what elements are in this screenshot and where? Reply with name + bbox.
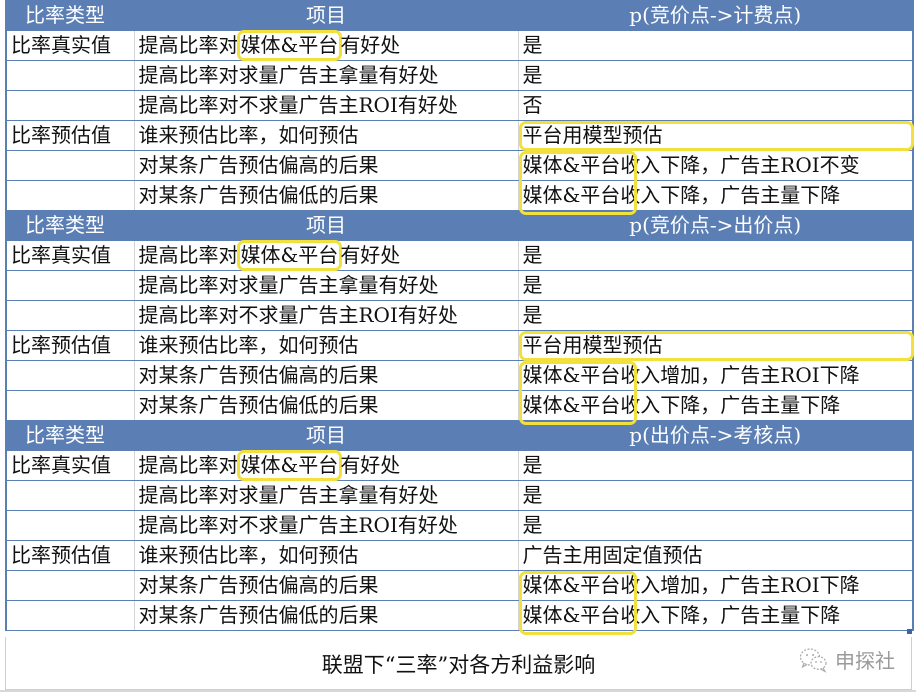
table-row: 提高比率对求量广告主拿量有好处 是: [5, 270, 914, 301]
value-cell: 广告主用固定值预估: [517, 540, 914, 571]
ratio-type-cell: [5, 90, 135, 121]
item-cell: 提高比率对不求量广告主ROI有好处: [133, 90, 519, 121]
header-ratio-name: p(出价点->考核点): [517, 420, 914, 451]
value-cell: 是: [517, 60, 914, 91]
ratio-type-cell: [5, 300, 135, 331]
header-ratio-type: 比率类型: [5, 0, 135, 31]
value-cell: 是: [517, 240, 914, 271]
highlight-media-platform: 媒体&平台: [236, 240, 343, 271]
sheet-gridline: [0, 690, 916, 700]
section-header: 比率类型 项目 p(出价点->考核点): [5, 420, 914, 451]
value-cell: 媒体&平台收入下降，广告主量下降: [517, 180, 914, 211]
caption-area: 联盟下“三率”对各方利益影响 申探社: [5, 637, 912, 690]
ratio-type-cell: [5, 180, 135, 211]
header-item: 项目: [133, 210, 519, 241]
table-row: 对某条广告预估偏高的后果 媒体&平台收入增加，广告主ROI下降: [5, 570, 914, 635]
value-cell: 是: [517, 510, 914, 541]
table-row: 提高比率对不求量广告主ROI有好处 是: [5, 300, 914, 331]
item-cell: 对某条广告预估偏低的后果: [133, 180, 519, 211]
ratio-type-cell: [5, 390, 135, 421]
ratio-type-cell: [5, 570, 135, 601]
item-cell: 对某条广告预估偏低的后果: [133, 600, 519, 631]
value-cell: 是: [517, 300, 914, 331]
table-row: 提高比率对不求量广告主ROI有好处 是: [5, 510, 914, 541]
highlight-media-platform: 媒体&平台: [236, 30, 343, 61]
header-ratio-name: p(竞价点->计费点): [517, 0, 914, 31]
item-cell: 谁来预估比率，如何预估: [133, 330, 519, 361]
header-item: 项目: [133, 420, 519, 451]
ratio-impact-table: 比率类型 项目 p(竞价点->计费点) 比率真实值 提高比率对媒体&平台有好处 …: [5, 0, 914, 635]
ratio-type-cell: [5, 480, 135, 511]
ratio-type-cell: [5, 60, 135, 91]
value-cell: 是: [517, 30, 914, 61]
ratio-type-cell: 比率真实值: [5, 240, 135, 271]
item-cell: 提高比率对不求量广告主ROI有好处: [133, 510, 519, 541]
item-cell: 提高比率对求量广告主拿量有好处: [133, 270, 519, 301]
header-ratio-type: 比率类型: [5, 210, 135, 241]
value-cell: 媒体&平台收入增加，广告主ROI下降: [517, 570, 914, 635]
ratio-type-cell: 比率真实值: [5, 450, 135, 481]
wechat-icon: [799, 647, 827, 673]
value-cell: 平台用模型预估: [517, 120, 914, 151]
item-cell: 提高比率对媒体&平台有好处: [133, 240, 519, 271]
ratio-type-cell: [5, 510, 135, 541]
value-cell: 媒体&平台收入增加，广告主ROI下降: [517, 360, 914, 425]
table-row: 比率真实值 提高比率对媒体&平台有好处 是: [5, 30, 914, 61]
selection-fill-handle[interactable]: [907, 629, 912, 634]
item-cell: 提高比率对求量广告主拿量有好处: [133, 480, 519, 511]
table-row: 对某条广告预估偏低的后果 媒体&平台收入下降，广告主量下降: [5, 180, 914, 211]
table-row: 提高比率对求量广告主拿量有好处 是: [5, 480, 914, 511]
value-cell: 是: [517, 480, 914, 511]
table-row: 比率真实值 提高比率对媒体&平台有好处 是: [5, 450, 914, 481]
value-cell: 否: [517, 90, 914, 121]
ratio-type-cell: 比率预估值: [5, 330, 135, 361]
table-row: 提高比率对求量广告主拿量有好处 是: [5, 60, 914, 91]
table-row: 比率预估值 谁来预估比率，如何预估 广告主用固定值预估: [5, 540, 914, 571]
ratio-type-cell: 比率预估值: [5, 540, 135, 571]
value-cell: 媒体&平台收入下降，广告主量下降: [517, 390, 914, 421]
item-cell: 谁来预估比率，如何预估: [133, 540, 519, 571]
watermark-text: 申探社: [835, 649, 895, 673]
item-cell: 对某条广告预估偏高的后果: [133, 360, 519, 391]
table-row: 对某条广告预估偏低的后果 媒体&平台收入下降，广告主量下降: [5, 600, 914, 631]
table-row: 对某条广告预估偏低的后果 媒体&平台收入下降，广告主量下降: [5, 390, 914, 421]
value-cell: 平台用模型预估: [517, 330, 914, 361]
ratio-type-cell: 比率真实值: [5, 30, 135, 61]
table-row: 比率真实值 提高比率对媒体&平台有好处 是: [5, 240, 914, 271]
table-row: 对某条广告预估偏高的后果 媒体&平台收入下降，广告主ROI不变: [5, 150, 914, 215]
section-header: 比率类型 项目 p(竞价点->出价点): [5, 210, 914, 241]
section-header: 比率类型 项目 p(竞价点->计费点): [5, 0, 914, 31]
watermark: 申探社: [799, 645, 895, 674]
ratio-type-cell: [5, 360, 135, 391]
ratio-type-cell: 比率预估值: [5, 120, 135, 151]
value-cell: 是: [517, 450, 914, 481]
header-item: 项目: [133, 0, 519, 31]
item-cell: 提高比率对不求量广告主ROI有好处: [133, 300, 519, 331]
caption-title: 联盟下“三率”对各方利益影响: [321, 653, 596, 677]
value-cell: 媒体&平台收入下降，广告主ROI不变: [517, 150, 914, 215]
item-cell: 提高比率对媒体&平台有好处: [133, 30, 519, 61]
item-cell: 对某条广告预估偏高的后果: [133, 570, 519, 601]
value-cell: 是: [517, 270, 914, 301]
item-cell: 提高比率对求量广告主拿量有好处: [133, 60, 519, 91]
header-ratio-name: p(竞价点->出价点): [517, 210, 914, 241]
item-cell: 谁来预估比率，如何预估: [133, 120, 519, 151]
ratio-type-cell: [5, 270, 135, 301]
item-cell: 对某条广告预估偏高的后果: [133, 150, 519, 181]
highlight-media-platform: 媒体&平台: [236, 450, 343, 481]
ratio-type-cell: [5, 150, 135, 181]
table-row: 对某条广告预估偏高的后果 媒体&平台收入增加，广告主ROI下降: [5, 360, 914, 425]
item-cell: 提高比率对媒体&平台有好处: [133, 450, 519, 481]
table-row: 提高比率对不求量广告主ROI有好处 否: [5, 90, 914, 121]
header-ratio-type: 比率类型: [5, 420, 135, 451]
table-row: 比率预估值 谁来预估比率，如何预估 平台用模型预估: [5, 120, 914, 151]
value-cell: 媒体&平台收入下降，广告主量下降: [517, 600, 914, 631]
ratio-impact-sheet: 比率类型 项目 p(竞价点->计费点) 比率真实值 提高比率对媒体&平台有好处 …: [5, 0, 914, 635]
table-row: 比率预估值 谁来预估比率，如何预估 平台用模型预估: [5, 330, 914, 361]
ratio-type-cell: [5, 600, 135, 631]
item-cell: 对某条广告预估偏低的后果: [133, 390, 519, 421]
